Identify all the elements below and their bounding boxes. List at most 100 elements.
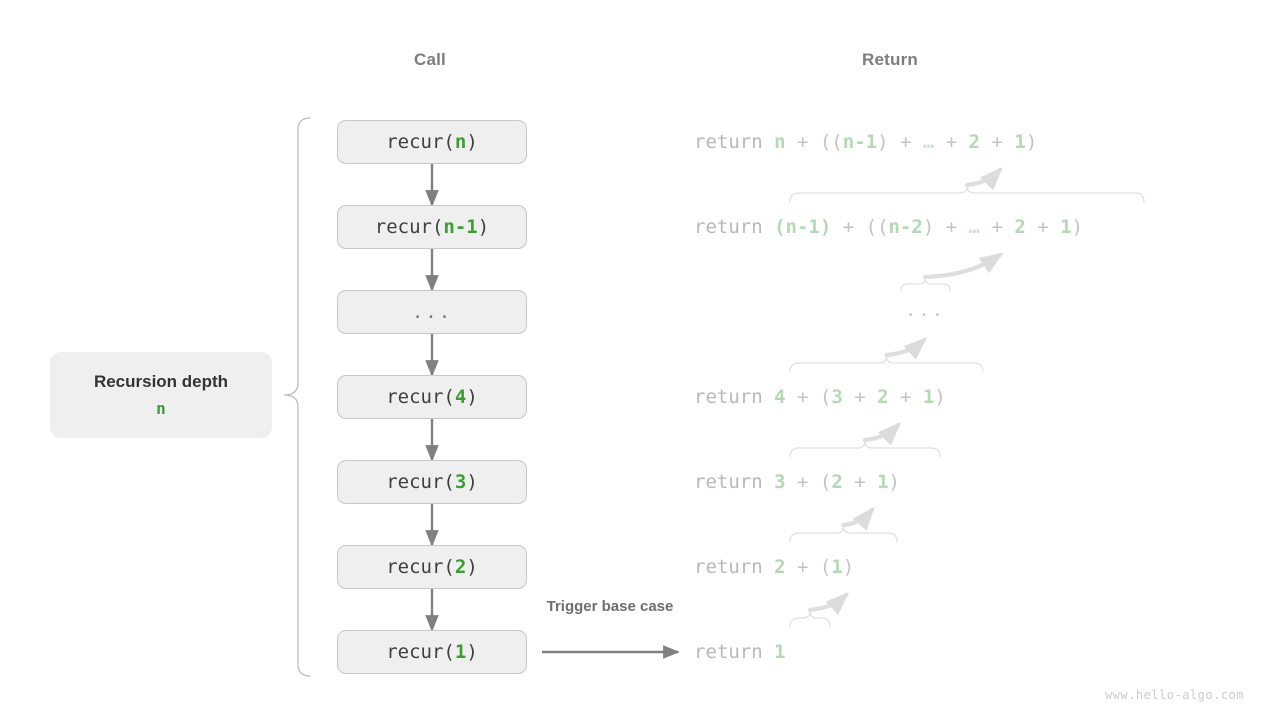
call-box-fn-name: recur( (386, 131, 455, 153)
return-keyword: return (694, 216, 775, 238)
return-token: ) (934, 386, 946, 408)
return-2: return 2 + (1) (694, 556, 854, 578)
call-box-argument: n (454, 131, 467, 153)
return-token: + (785, 131, 820, 153)
call-box-argument: 3 (454, 471, 467, 493)
call-box-argument: 4 (454, 386, 467, 408)
call-box-fn-name: recur( (386, 471, 455, 493)
return-ellipsis-brace-group (900, 252, 1004, 292)
return-token: 1 (922, 386, 935, 408)
call-box-recur-ellipsis: ... (337, 290, 527, 334)
call-box-paren-close: ) (466, 641, 478, 663)
call-box-recur-4: recur(4) (337, 375, 527, 419)
call-box-fn-name: recur( (386, 386, 455, 408)
return-n-1: return (n-1) + ((n-2) + … + 2 + 1) (694, 216, 1083, 238)
return-token: + (842, 386, 878, 408)
return-expression: (n-1) + ((n-2) + … + 2 + 1) (774, 216, 1083, 238)
call-box-paren-close: ) (466, 131, 478, 153)
return-n: return n + ((n-1) + … + 2 + 1) (694, 131, 1037, 153)
return-keyword: return (694, 131, 775, 153)
return-token: + (888, 386, 923, 408)
return-token: 1 (831, 556, 843, 578)
return-keyword: return (694, 641, 775, 663)
watermark: www.hello-algo.com (1104, 688, 1244, 702)
return-token: + (980, 216, 1015, 238)
return-2-brace (789, 525, 898, 543)
return-token: 2 (877, 386, 889, 408)
return-2-bubble-up-arrow (841, 506, 875, 531)
return-4: return 4 + (3 + 2 + 1) (694, 386, 946, 408)
trigger-base-case-label: Trigger base case (546, 598, 674, 615)
return-keyword: return (694, 471, 775, 493)
return-token: 3 (831, 386, 843, 408)
return-expression: n + ((n-1) + … + 2 + 1) (774, 131, 1037, 153)
column-header-call: Call (414, 50, 446, 69)
return-token: + (1025, 216, 1061, 238)
return-ellipsis: ... (904, 299, 946, 321)
return-token: ) (1071, 216, 1084, 238)
return-expression: 2 + (1) (774, 556, 854, 578)
return-keyword: return (694, 386, 775, 408)
return-n-1-brace (789, 185, 1145, 203)
return-token: ) (1025, 131, 1038, 153)
return-token: 2 (774, 556, 786, 578)
return-token: n-1 (785, 216, 820, 238)
return-3-bubble-up-arrow (862, 421, 901, 446)
return-ellipsis-bubble-up-arrow (922, 252, 1004, 280)
call-box-fn-name: recur( (374, 216, 444, 238)
return-1-bubble-up-arrow (807, 592, 850, 615)
return-expression: 3 + (2 + 1) (774, 471, 900, 493)
return-token: 1 (1060, 216, 1072, 238)
return-token: n (774, 131, 786, 153)
recursion-depth-value: n (156, 399, 166, 418)
return-expression: 1 (774, 641, 785, 663)
call-box-ellipsis-text: ... (411, 301, 453, 323)
return-token: ) (877, 131, 889, 153)
return-4-brace (789, 355, 984, 373)
recursion-depth-brace-group (283, 117, 311, 677)
return-3: return 3 + (2 + 1) (694, 471, 900, 493)
return-token: ( (774, 216, 786, 238)
return-token: n-2 (888, 216, 923, 238)
call-box-paren-close: ) (466, 471, 478, 493)
return-1: return 1 (694, 641, 786, 663)
call-box-recur-1: recur(1) (337, 630, 527, 674)
return-ellipsis-brace (900, 277, 951, 292)
call-box-recur-n: recur(n) (337, 120, 527, 164)
return-token: n-1 (842, 131, 878, 153)
column-header-return: Return (862, 50, 918, 69)
return-token: 1 (877, 471, 889, 493)
call-box-paren-close: ) (466, 556, 478, 578)
call-box-fn-name: recur( (386, 641, 455, 663)
return-token: ) (842, 556, 855, 578)
return-token: ( (819, 471, 832, 493)
return-token: + (785, 386, 820, 408)
return-token: ) (888, 471, 900, 493)
call-box-fn-name: recur( (386, 556, 455, 578)
return-token: + (842, 471, 878, 493)
return-token: + (934, 216, 969, 238)
call-box-recur-3: recur(3) (337, 460, 527, 504)
return-token: + (831, 216, 866, 238)
return-token: 2 (968, 131, 981, 153)
return-keyword: return (694, 556, 775, 578)
return-3-brace (789, 440, 941, 458)
return-token: … (968, 216, 981, 238)
return-token: ( (819, 386, 832, 408)
return-expression: 4 + (3 + 2 + 1) (774, 386, 946, 408)
call-box-recur-2: recur(2) (337, 545, 527, 589)
return-token: 3 (774, 471, 786, 493)
return-token: ( (819, 556, 832, 578)
call-box-argument: 2 (454, 556, 467, 578)
return-token: + (980, 131, 1015, 153)
return-token: + (785, 471, 820, 493)
return-token: … (922, 131, 935, 153)
call-box-argument: n-1 (443, 216, 478, 238)
return-token: 4 (774, 386, 786, 408)
return-token: + (934, 131, 969, 153)
call-box-argument: 1 (454, 641, 467, 663)
return-token: ) (922, 216, 935, 238)
return-1-brace (789, 610, 831, 628)
call-box-paren-close: ) (466, 386, 478, 408)
